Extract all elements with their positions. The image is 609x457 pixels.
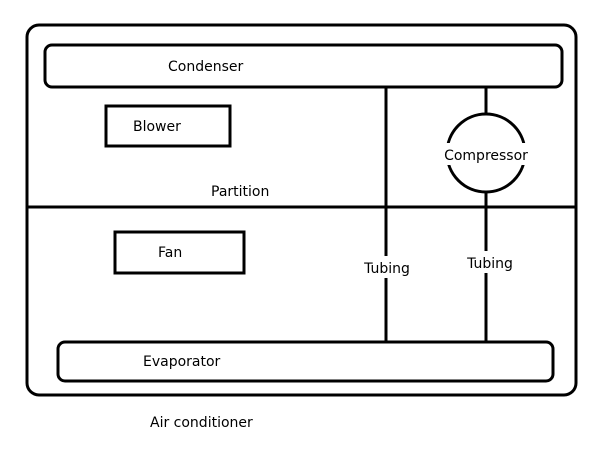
- compressor-label: Compressor: [444, 148, 528, 164]
- tubing-left-label: Tubing: [363, 261, 410, 277]
- compressor-label-bg: [438, 143, 534, 165]
- partition-label: Partition: [211, 184, 269, 200]
- fan-label: Fan: [158, 245, 182, 261]
- fan-box: [113, 230, 246, 275]
- condenser-label: Condenser: [168, 59, 243, 75]
- evaporator-box: [56, 340, 555, 383]
- evaporator-label: Evaporator: [143, 354, 221, 370]
- housing-outline: [25, 23, 578, 397]
- tubing-left-label-bg: [360, 256, 414, 278]
- condenser-box: [43, 43, 564, 89]
- tubing-right-label-bg: [462, 251, 518, 273]
- tubing-right-label: Tubing: [466, 256, 513, 272]
- diagram-caption: Air conditioner: [150, 415, 253, 431]
- blower-label: Blower: [133, 119, 181, 135]
- blower-box: [104, 104, 232, 148]
